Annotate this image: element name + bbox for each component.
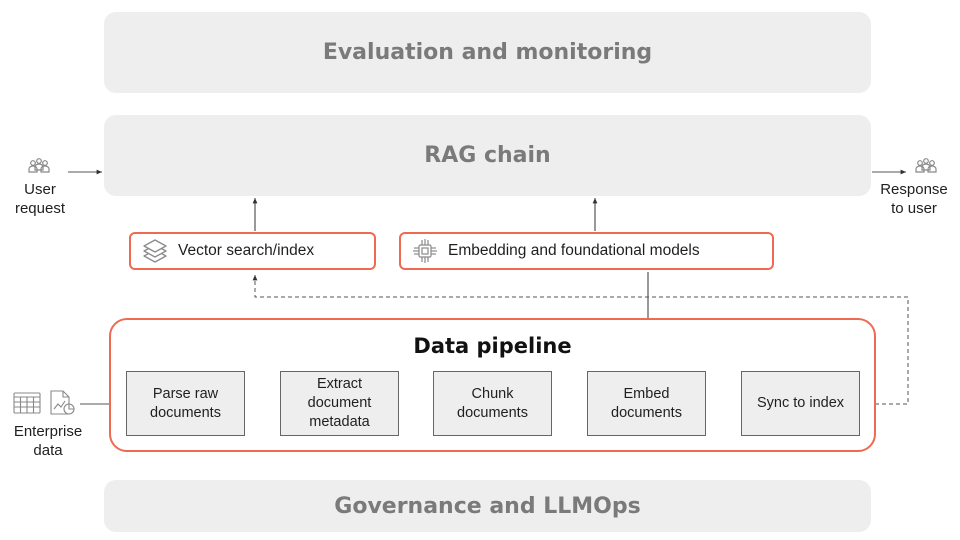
embed-documents-step: Embed documents: [587, 371, 706, 436]
embedding-models-label: Embedding and foundational models: [448, 242, 700, 259]
response-to-user-label: Response to user: [880, 181, 948, 217]
enterprise-data-label: Enterprise data: [13, 423, 83, 459]
chip-icon: [413, 239, 437, 263]
users-icon: [915, 158, 937, 173]
user-request-label: User request: [14, 181, 66, 217]
rag-chain-band: RAG chain: [104, 115, 871, 196]
sync-to-index-step: Sync to index: [741, 371, 860, 436]
data-pipeline-title: Data pipeline: [413, 334, 572, 358]
vector-search-box: Vector search/index: [129, 232, 376, 270]
embedding-models-box: Embedding and foundational models: [399, 232, 774, 270]
users-icon: [28, 158, 50, 173]
chunk-documents-step: Chunk documents: [433, 371, 552, 436]
governance-llmops-band: Governance and LLMOps: [104, 480, 871, 532]
stack-layers-icon: [143, 239, 167, 263]
parse-raw-documents-step: Parse raw documents: [126, 371, 245, 436]
dashed-sync-to-vector: [252, 275, 909, 405]
table-icon: [13, 392, 41, 414]
evaluation-monitoring-band: Evaluation and monitoring: [104, 12, 871, 93]
document-chart-icon: [50, 390, 75, 415]
extract-metadata-step: Extract document metadata: [280, 371, 399, 436]
vector-search-label: Vector search/index: [178, 242, 315, 259]
